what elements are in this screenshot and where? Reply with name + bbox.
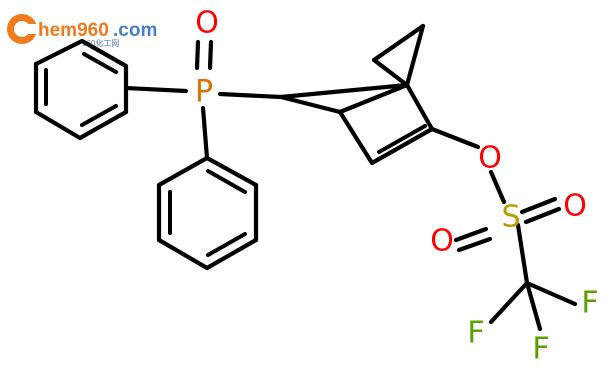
watermark-brand: hem960 [38, 20, 109, 41]
watermark-sub: 960化工网 [82, 38, 119, 48]
phosphorus-bonds [123, 39, 284, 161]
atom-labels: P O O S O O F F F [195, 6, 599, 367]
phenyl-ring-upper [33, 38, 129, 141]
atom-sulfur: S [501, 200, 520, 235]
atom-oxygen-sulfonyl-1: O [563, 189, 587, 224]
watermark-domain: .com [113, 20, 157, 41]
watermark-logo: hem960 .com 960化工网 [7, 14, 157, 48]
logo-c-icon [7, 14, 40, 44]
atom-phosphorus: P [195, 75, 213, 110]
atom-fluorine-3: F [532, 332, 549, 367]
phenyl-ring-lower [156, 155, 259, 271]
atom-oxygen-ester: O [478, 141, 502, 176]
atom-oxygen-sulfonyl-2: O [430, 224, 454, 259]
atom-oxygen-phosphoryl: O [195, 6, 219, 41]
atom-fluorine-2: F [467, 316, 484, 351]
atom-fluorine-1: F [581, 286, 598, 321]
triflate-bonds [429, 126, 578, 332]
norbornene-skeleton [278, 23, 435, 166]
